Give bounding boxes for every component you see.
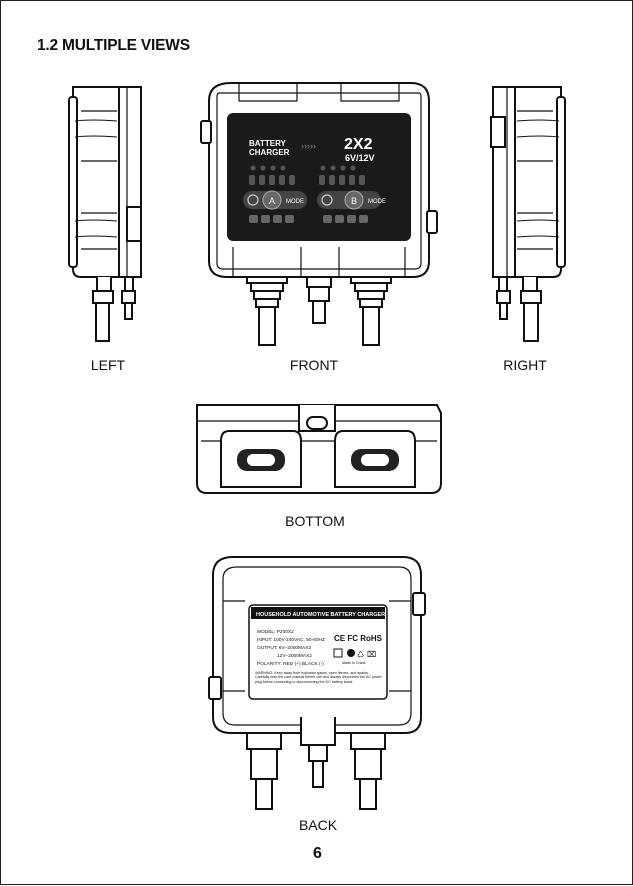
- panel-title-line2: CHARGER: [249, 148, 290, 157]
- power-icon-b[interactable]: [321, 194, 333, 206]
- back-label-model: MODEL: P200X2: [257, 629, 294, 635]
- panel-title-line1: BATTERY: [249, 139, 287, 148]
- power-icon-a[interactable]: [247, 194, 259, 206]
- back-label-marks: CE FC RoHS: [334, 634, 383, 643]
- back-label-origin: Made In China: [342, 661, 365, 665]
- back-label-warning: WARNING: Keep away from explosive gases,…: [255, 671, 382, 684]
- double-insulation-icon: [333, 648, 343, 658]
- weee-icon: ⌧: [367, 650, 376, 659]
- section-title: 1.2 MULTIPLE VIEWS: [37, 37, 190, 54]
- page-number: 6: [313, 845, 322, 862]
- channel-a-button[interactable]: [262, 190, 282, 210]
- panel-model-mark: 2X2: [344, 136, 373, 153]
- bin-icon: ♺: [357, 650, 364, 659]
- view-label-bottom: BOTTOM: [285, 513, 345, 529]
- back-label-input: INPUT: 100V-240VAC, 50-60HZ: [257, 637, 325, 643]
- back-label-title: HOUSEHOLD AUTOMOTIVE BATTERY CHARGER: [256, 612, 385, 618]
- channel-b-button[interactable]: [344, 190, 364, 210]
- back-label-output2: 12V–2000MAX2: [277, 653, 312, 659]
- recycle-icon: [347, 649, 355, 657]
- back-label-polarity: POLARITY: RED (+) BLACK (-): [257, 661, 324, 667]
- view-label-front: FRONT: [289, 357, 339, 373]
- panel-voltage: 6V/12V: [345, 153, 375, 163]
- back-label-output: OUTPUT: 6V–2000MAX2: [257, 645, 311, 651]
- svg-text:›››››: ›››››: [301, 141, 316, 151]
- view-label-left: LEFT: [90, 357, 126, 373]
- channel-b-label: B: [351, 196, 357, 206]
- channel-a-label: A: [269, 196, 275, 206]
- view-label-back: BACK: [298, 817, 338, 833]
- view-label-right: RIGHT: [503, 357, 547, 373]
- mode-b-label: MODE: [368, 199, 386, 205]
- mode-a-label: MODE: [286, 199, 304, 205]
